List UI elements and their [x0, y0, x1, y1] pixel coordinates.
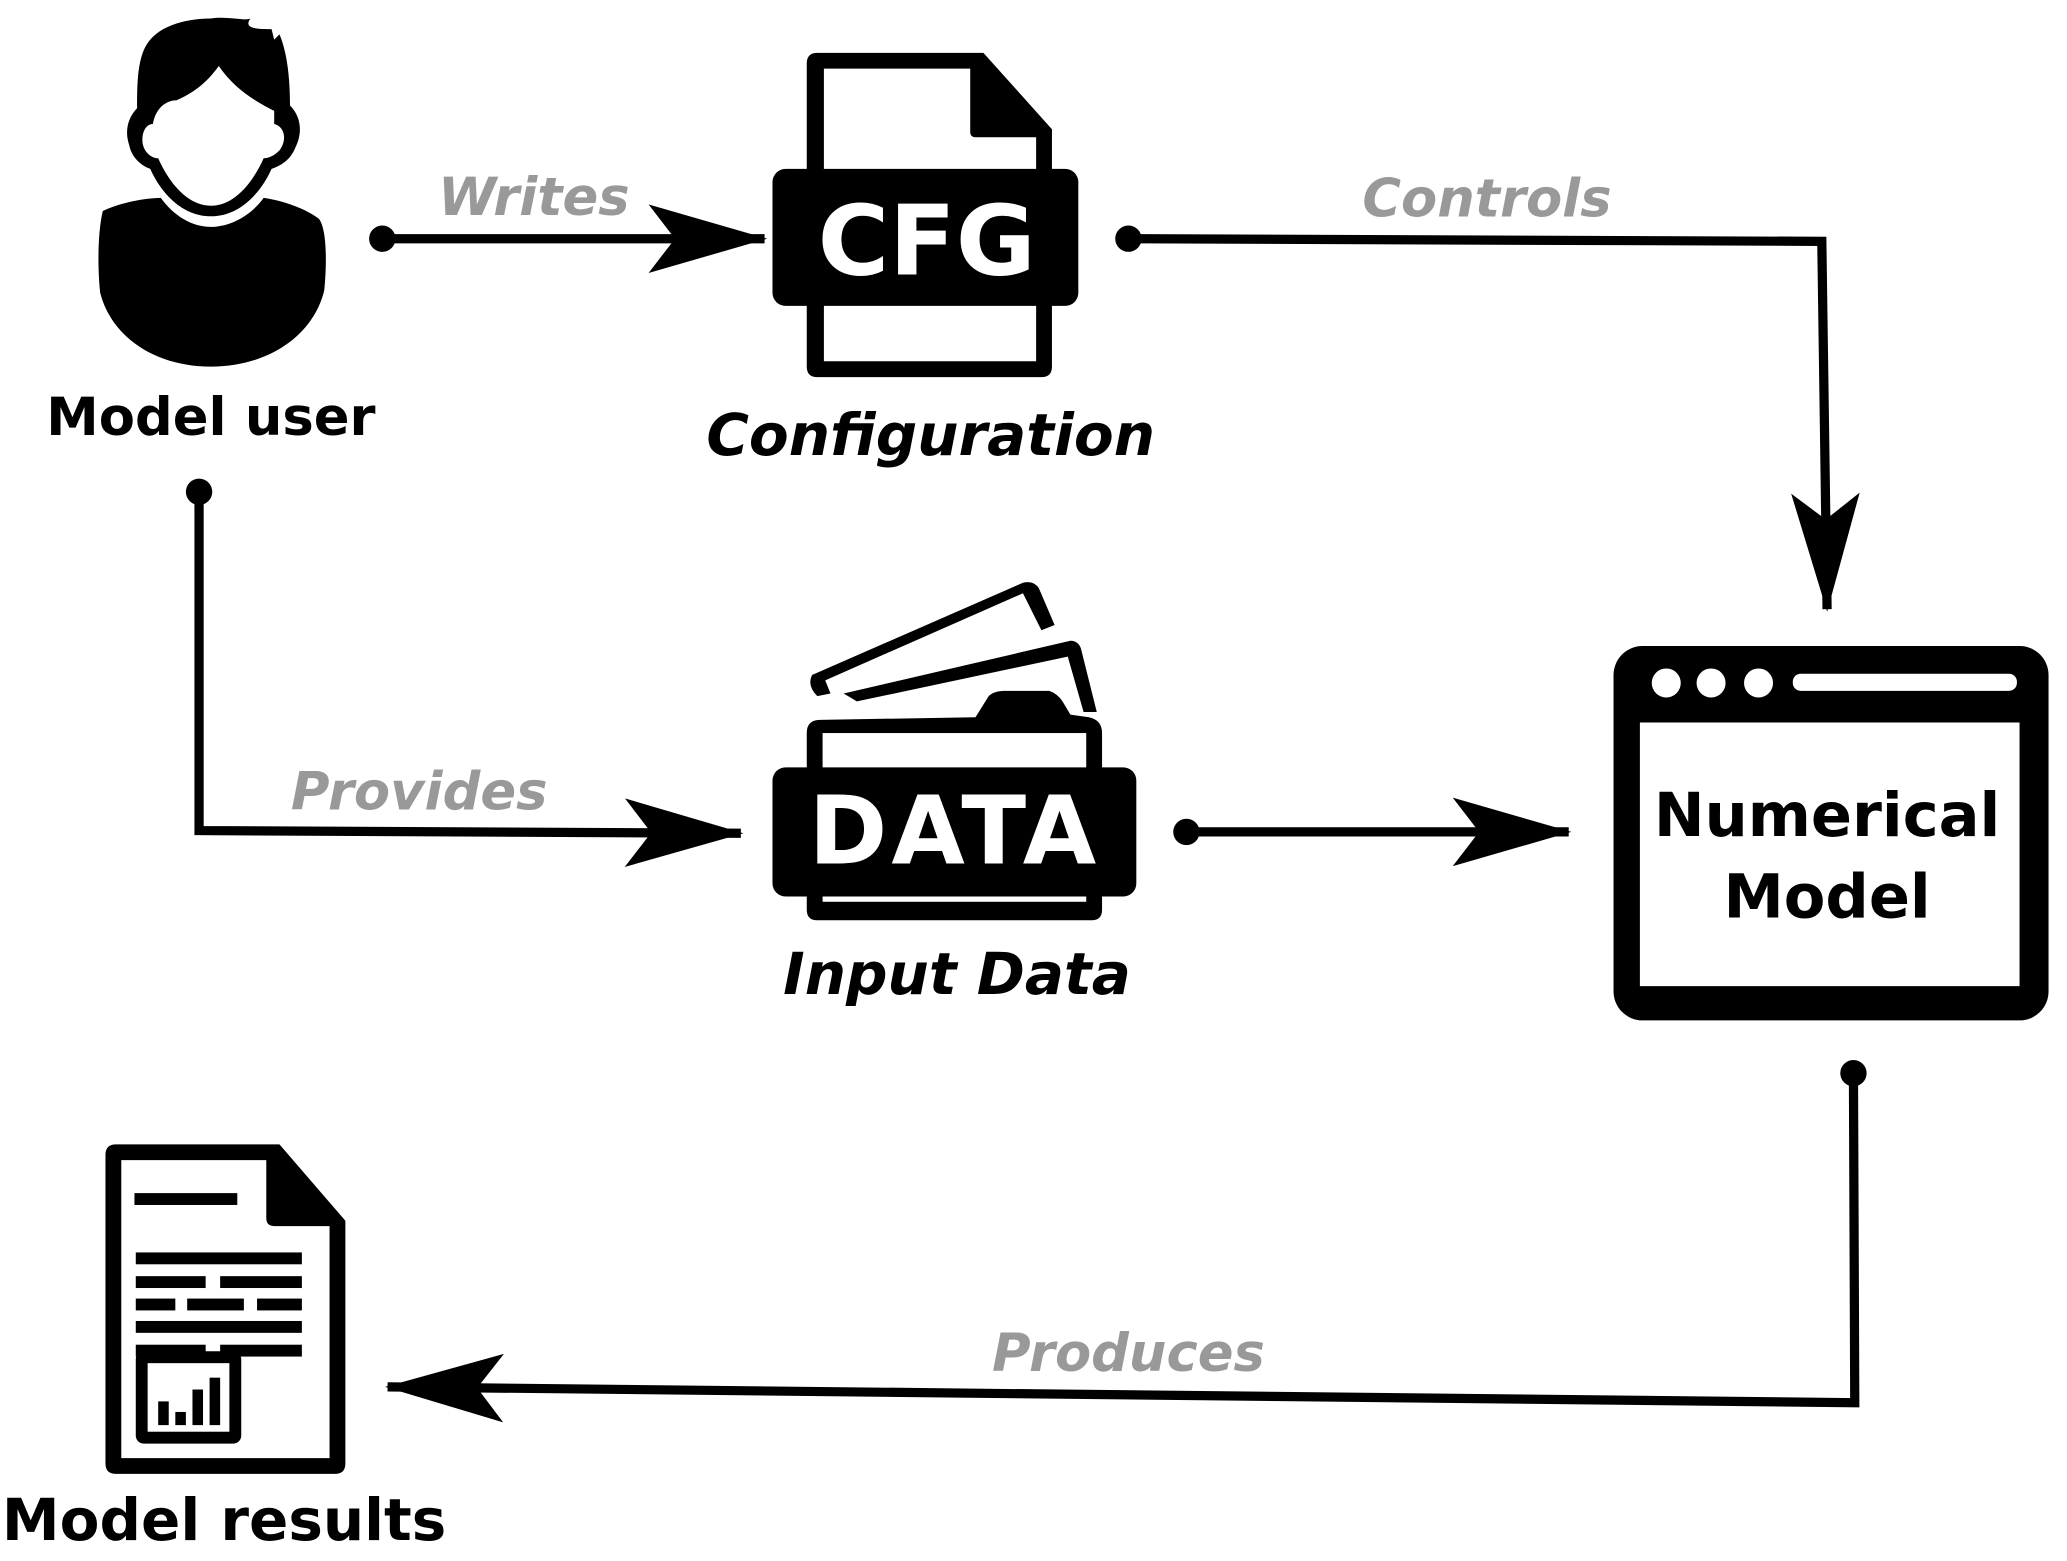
- cfg-badge-text: CFG: [818, 184, 1036, 298]
- window-dot-1: [1651, 668, 1681, 698]
- window-dot-2: [1696, 668, 1726, 698]
- model-results-label: Model results: [2, 1486, 446, 1554]
- mini-chart-bar: [209, 1377, 221, 1426]
- numerical-model-label-1: Numerical: [1654, 781, 2000, 851]
- window-address-bar: [1792, 673, 2017, 691]
- config-file-icon: CFG: [772, 52, 1079, 378]
- report-document-icon: [105, 1144, 346, 1474]
- mini-chart-bar: [192, 1389, 204, 1426]
- produces-edge-start: [1840, 1059, 1867, 1087]
- controls-edge-line: [1128, 234, 1860, 612]
- data-badge-text: DATA: [809, 777, 1101, 887]
- data-folder-icon: DATA: [772, 582, 1137, 921]
- numerical-model-label-2: Model: [1723, 863, 1930, 933]
- data-edge-start: [1173, 818, 1200, 846]
- window-dot-3: [1744, 668, 1774, 698]
- model-user-label: Model user: [46, 387, 375, 448]
- cfg-badge: [772, 168, 1079, 306]
- provides-edge-label: Provides: [291, 762, 548, 823]
- controls-edge-label: Controls: [1362, 168, 1611, 229]
- user-icon: [98, 17, 326, 367]
- data-badge: [772, 767, 1137, 897]
- input-data-label: Input Data: [783, 940, 1131, 1008]
- mini-chart-bar: [158, 1401, 169, 1426]
- configuration-label: Configuration: [706, 401, 1155, 469]
- browser-window-icon: [1613, 646, 2049, 1021]
- provides-edge-line: [194, 491, 744, 867]
- produces-edge-label: Produces: [992, 1323, 1265, 1384]
- produces-edge-line: [384, 1073, 1860, 1423]
- writes-edge-label: Writes: [438, 167, 629, 228]
- mini-chart-bar: [175, 1411, 186, 1426]
